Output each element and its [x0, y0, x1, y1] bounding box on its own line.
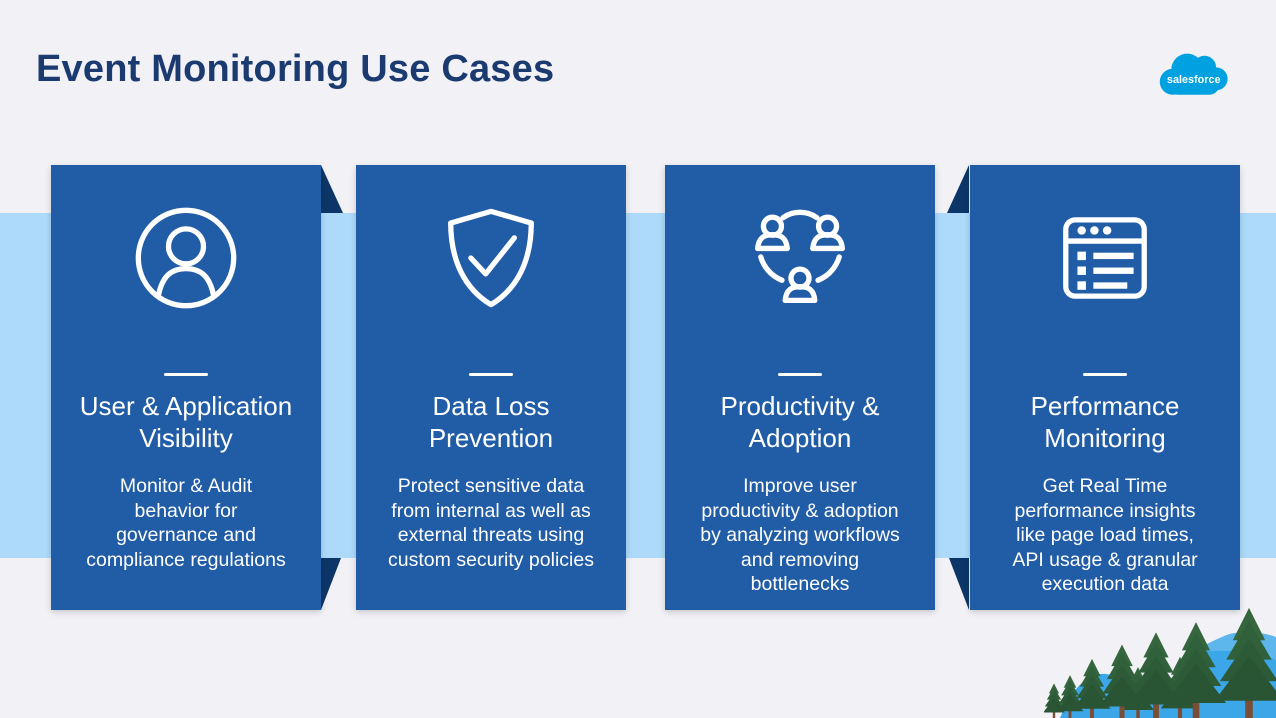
card-fold-bottom-right	[321, 558, 341, 610]
card-description: Protect sensitive data from internal as …	[388, 475, 594, 571]
divider	[164, 373, 208, 376]
forest-illustration	[1043, 606, 1276, 718]
card-description: Improve user productivity & adoption by …	[700, 475, 900, 595]
browser-list-icon	[1052, 205, 1158, 311]
salesforce-cloud-icon: salesforce	[1159, 53, 1228, 95]
use-case-card-productivity-adoption: Productivity & Adoption Improve user pro…	[665, 165, 935, 610]
card-title: Data Loss Prevention	[428, 391, 554, 454]
shield-check-icon	[438, 205, 544, 311]
card-fold-bottom-left	[949, 558, 969, 610]
card-description: Monitor & Audit behavior for governance …	[86, 475, 286, 571]
divider	[1083, 373, 1127, 376]
use-case-card-performance-monitoring: Performance Monitoring Get Real Time per…	[970, 165, 1240, 610]
user-circle-icon	[133, 205, 239, 311]
card-title: Performance Monitoring	[1030, 391, 1180, 454]
card-fold-top-left	[947, 165, 969, 213]
use-case-card-user-application-visibility: User & Application Visibility Monitor & …	[51, 165, 321, 610]
divider	[469, 373, 513, 376]
page-title: Event Monitoring Use Cases	[36, 48, 555, 90]
card-fold-top-right	[321, 165, 343, 213]
card-title: User & Application Visibility	[79, 391, 293, 454]
people-network-icon	[747, 205, 853, 311]
card-description: Get Real Time performance insights like …	[1012, 475, 1198, 595]
salesforce-logo-text: salesforce	[1167, 74, 1221, 86]
salesforce-logo: salesforce	[1154, 50, 1232, 102]
card-title: Productivity & Adoption	[720, 391, 880, 454]
use-case-card-data-loss-prevention: Data Loss Prevention Protect sensitive d…	[356, 165, 626, 610]
hills-and-pines-icon	[1043, 607, 1276, 718]
divider	[778, 373, 822, 376]
